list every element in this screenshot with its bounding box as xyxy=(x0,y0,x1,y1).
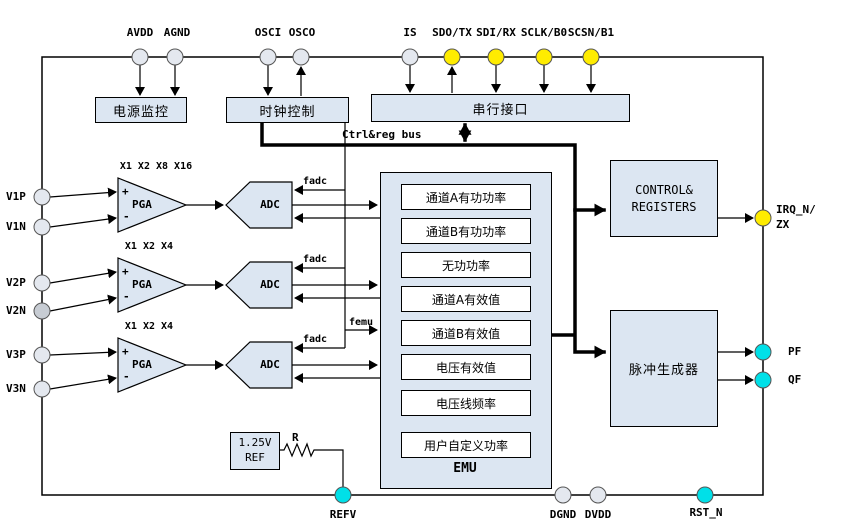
power-monitor-block: 电源监控 xyxy=(95,97,187,123)
avdd-pin xyxy=(131,48,149,66)
is-pin xyxy=(401,48,419,66)
serial-interface-block: 串行接口 xyxy=(371,94,630,122)
pga1-label: PGA xyxy=(132,198,152,211)
ref-line1: 1.25V xyxy=(238,436,272,450)
emu-row-channel-a-rms: 通道A有效值 xyxy=(401,286,531,312)
pulse-generator-block: 脉冲生成器 xyxy=(610,310,718,427)
emu-row-line-frequency: 电压线频率 xyxy=(401,390,531,416)
control-registers-block: CONTROL& REGISTERS xyxy=(610,160,718,237)
v1p-pin xyxy=(33,188,51,206)
rst-n-pin xyxy=(696,486,714,504)
adc3-label: ADC xyxy=(260,358,280,371)
dgnd-pin xyxy=(554,486,572,504)
v3p-pin-label: V3P xyxy=(6,348,26,361)
pga2-plus-sign: + xyxy=(122,265,129,278)
avdd-pin-label: AVDD xyxy=(126,26,154,39)
irq-n-zx-pin-label: IRQ_N/ ZX xyxy=(776,203,816,233)
pga3-triangle xyxy=(117,337,188,393)
irq-label-line1: IRQ_N/ xyxy=(776,203,816,216)
emu-row-channel-a-active-power: 通道A有功功率 xyxy=(401,184,531,210)
v1n-pin xyxy=(33,218,51,236)
fadc2-label: fadc xyxy=(303,254,328,265)
is-pin-label: IS xyxy=(403,26,417,39)
sdi-rx-pin-label: SDI/RX xyxy=(476,26,516,39)
control-registers-line1: CONTROL& xyxy=(635,183,693,198)
refv-pin-label: REFV xyxy=(329,508,357,521)
osci-pin-label: OSCI xyxy=(254,26,282,39)
v2p-pin xyxy=(33,274,51,292)
v3n-pin-label: V3N xyxy=(6,382,26,395)
pga3-label: PGA xyxy=(132,358,152,371)
dvdd-pin xyxy=(589,486,607,504)
adc2-label: ADC xyxy=(260,278,280,291)
pga2-label: PGA xyxy=(132,278,152,291)
sclk-b0-pin xyxy=(535,48,553,66)
sclk-b0-pin-label: SCLK/B0 xyxy=(520,26,568,39)
control-registers-line2: REGISTERS xyxy=(631,199,697,214)
pf-pin xyxy=(754,343,772,361)
fadc1-label: fadc xyxy=(303,176,328,187)
femu-label: femu xyxy=(349,317,374,328)
pf-pin-label: PF xyxy=(788,345,802,358)
sdi-rx-pin xyxy=(487,48,505,66)
dgnd-pin-label: DGND xyxy=(549,508,577,521)
adc3-shape xyxy=(225,341,293,389)
rst-n-pin-label: RST_N xyxy=(689,506,723,519)
pga2-triangle xyxy=(117,257,188,313)
emu-row-channel-b-rms: 通道B有效值 xyxy=(401,320,531,346)
v2n-pin xyxy=(33,302,51,320)
sdo-tx-pin xyxy=(443,48,461,66)
pga1-minus-sign: - xyxy=(123,210,130,223)
v2p-pin-label: V2P xyxy=(6,276,26,289)
pga1-triangle xyxy=(117,177,188,233)
irq-n-zx-pin xyxy=(754,209,772,227)
irq-label-line2: ZX xyxy=(776,217,790,231)
pga1-plus-sign: + xyxy=(122,185,129,198)
agnd-pin xyxy=(166,48,184,66)
emu-row-reactive-power: 无功功率 xyxy=(401,252,531,278)
ctrl-reg-bus-label: Ctrl&reg bus xyxy=(342,128,422,141)
emu-row-voltage-rms: 电压有效值 xyxy=(401,354,531,380)
emu-row-user-defined-power: 用户自定义功率 xyxy=(401,432,531,458)
v3p-pin xyxy=(33,346,51,364)
ctrl-reg-bus xyxy=(260,119,607,359)
osco-pin-label: OSCO xyxy=(288,26,316,39)
pga3-minus-sign: - xyxy=(123,370,130,383)
dvdd-pin-label: DVDD xyxy=(584,508,612,521)
clock-control-block: 时钟控制 xyxy=(226,97,349,123)
pga3-plus-sign: + xyxy=(122,345,129,358)
resistor-label: R xyxy=(292,431,299,444)
voltage-reference-block: 1.25V REF xyxy=(230,432,280,470)
pga1-gain-label: X1 X2 X8 X16 xyxy=(119,161,193,172)
scsn-b1-pin xyxy=(582,48,600,66)
v2n-pin-label: V2N xyxy=(6,304,26,317)
scsn-b1-pin-label: SCSN/B1 xyxy=(567,26,615,39)
adc1-label: ADC xyxy=(260,198,280,211)
emu-row-channel-b-active-power: 通道B有功功率 xyxy=(401,218,531,244)
ref-line2: REF xyxy=(245,451,265,464)
adc1-shape xyxy=(225,181,293,229)
thin-wires xyxy=(49,65,754,487)
v3n-pin xyxy=(33,380,51,398)
pga2-gain-label: X1 X2 X4 xyxy=(124,241,174,252)
v1p-pin-label: V1P xyxy=(6,190,26,203)
emu-title: EMU xyxy=(453,461,477,476)
sdo-tx-pin-label: SDO/TX xyxy=(432,26,472,39)
pga2-minus-sign: - xyxy=(123,290,130,303)
qf-pin-label: QF xyxy=(788,373,802,386)
osci-pin xyxy=(259,48,277,66)
v1n-pin-label: V1N xyxy=(6,220,26,233)
fadc3-label: fadc xyxy=(303,334,328,345)
osco-pin xyxy=(292,48,310,66)
pga3-gain-label: X1 X2 X4 xyxy=(124,321,174,332)
agnd-pin-label: AGND xyxy=(163,26,191,39)
refv-pin xyxy=(334,486,352,504)
qf-pin xyxy=(754,371,772,389)
adc2-shape xyxy=(225,261,293,309)
